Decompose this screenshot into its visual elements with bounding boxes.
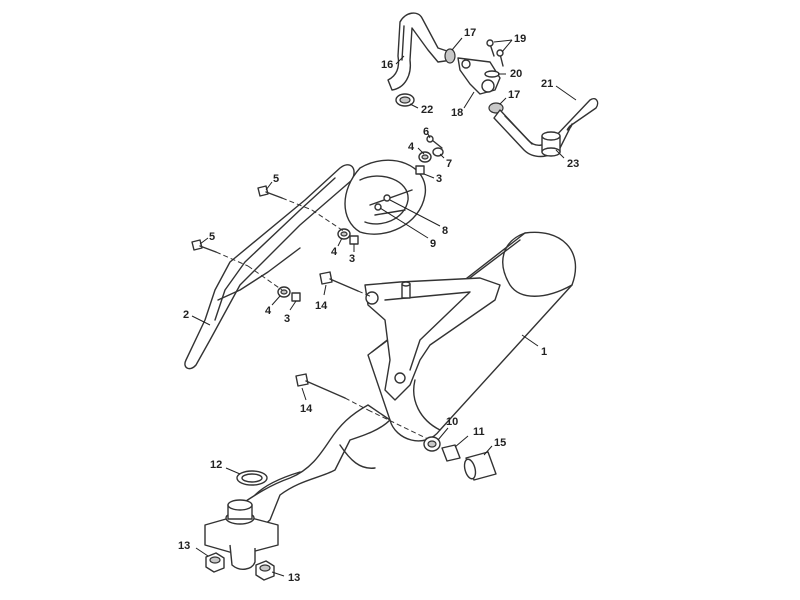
collar-part-3-top [415, 165, 425, 175]
callout-18: 18 [451, 107, 463, 119]
leader-7 [439, 153, 445, 159]
callout-14-upper: 14 [315, 300, 328, 312]
dash-guide-c [367, 409, 431, 441]
leader-3-low [289, 300, 297, 311]
sleeve-part-15 [463, 451, 497, 481]
cap-part-23 [541, 131, 561, 157]
dash-guide-a [311, 209, 346, 233]
callout-3-top: 3 [436, 173, 442, 185]
leader-4-low [271, 295, 281, 306]
callout-13-left: 13 [178, 540, 190, 552]
exhaust-flange [204, 499, 279, 570]
leader-17-upper [451, 37, 463, 51]
nut-part-13-left [205, 552, 225, 573]
leader-5-lower [199, 237, 209, 245]
gasket-part-20 [484, 70, 500, 78]
callout-14-lower: 14 [300, 403, 313, 415]
heat-shield-part-2 [184, 164, 355, 370]
screw-part-9 [374, 203, 382, 211]
callout-20: 20 [510, 68, 522, 80]
callout-15: 15 [494, 437, 506, 449]
callout-4-top: 4 [408, 141, 415, 153]
screws-part-19 [486, 39, 504, 67]
callout-19: 19 [514, 33, 526, 45]
leader-23 [555, 149, 565, 159]
bolt-part-6 [426, 135, 443, 149]
muffler-bracket [364, 277, 501, 401]
callout-23: 23 [567, 158, 579, 170]
leader-11 [454, 435, 469, 448]
grommet-part-22 [395, 93, 415, 107]
leader-14-lower [301, 387, 307, 401]
callout-3-low: 3 [284, 313, 290, 325]
leader-6 [427, 133, 431, 139]
leader-22 [409, 103, 419, 109]
callout-7: 7 [446, 158, 452, 170]
callout-13-right: 13 [288, 572, 300, 584]
nut-part-13-right [255, 560, 275, 581]
gasket-part-12 [236, 470, 268, 486]
leader-18 [463, 91, 475, 109]
leader-12 [225, 467, 241, 475]
leader-13-left [195, 547, 209, 557]
leader-2 [191, 315, 211, 326]
exhaust-pipe [239, 404, 391, 528]
clamp-part-17-upper [444, 48, 456, 64]
callout-17-lower: 17 [508, 89, 520, 101]
callout-16: 16 [381, 59, 393, 71]
callout-12: 12 [210, 459, 222, 471]
leader-8 [389, 199, 441, 227]
callout-11: 11 [473, 426, 485, 438]
hose-part-16 [387, 12, 453, 91]
bolt-part-14-upper [319, 271, 373, 298]
leader-21 [555, 85, 577, 101]
leader-3-top [423, 173, 435, 179]
dash-guide-b [247, 265, 283, 291]
leader-17-lower [499, 97, 507, 105]
callout-1: 1 [541, 346, 547, 358]
bolt-part-14-lower [295, 373, 369, 411]
washer-part-8 [383, 194, 391, 202]
grommet-part-4-top [418, 151, 432, 163]
leader-4-top [417, 147, 425, 155]
leader-16 [395, 55, 405, 65]
leader-1 [521, 334, 539, 347]
collar-part-3-mid [349, 235, 359, 245]
leader-19b [501, 39, 513, 53]
callout-8: 8 [442, 225, 448, 237]
collar-part-11 [441, 444, 461, 462]
leader-14-upper [323, 284, 327, 296]
leader-15 [483, 445, 493, 456]
leader-13-right [271, 571, 285, 577]
leader-9 [379, 207, 429, 239]
collar-part-10 [423, 436, 441, 452]
callout-9: 9 [430, 238, 436, 250]
grommet-part-4-low [277, 286, 291, 298]
callout-3-mid: 3 [349, 253, 355, 265]
callout-21: 21 [541, 78, 553, 90]
collar-part-3-low [291, 292, 301, 302]
bolt-part-5-lower [191, 239, 249, 267]
callout-4-mid: 4 [331, 246, 338, 258]
leader-19a [493, 39, 513, 43]
callout-17-upper: 17 [464, 27, 476, 39]
callout-22: 22 [421, 104, 433, 116]
callout-5-lower: 5 [209, 231, 215, 243]
callout-4-low: 4 [265, 305, 272, 317]
leader-10 [437, 427, 449, 441]
callout-6: 6 [423, 126, 429, 138]
callout-10: 10 [446, 416, 458, 428]
leader-5-upper [265, 181, 273, 191]
callout-5-upper: 5 [273, 173, 279, 185]
grommet-part-4-mid [337, 228, 351, 240]
bolt-part-5-upper [257, 185, 313, 211]
leader-4-mid [337, 237, 343, 247]
callout-2: 2 [183, 309, 189, 321]
valve-part-18 [457, 57, 501, 95]
